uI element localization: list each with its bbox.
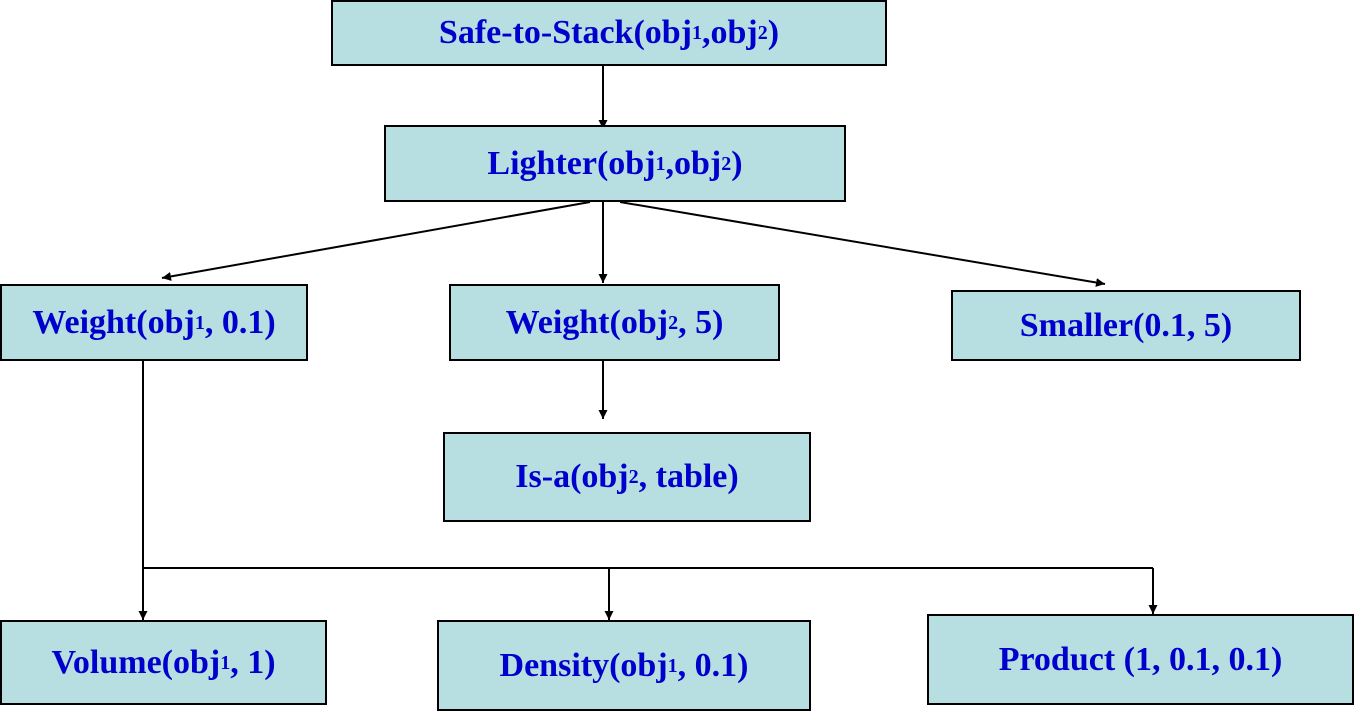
node-smaller: Smaller(0.1, 5): [951, 290, 1301, 361]
node-lighter-text: ,obj: [665, 144, 722, 182]
node-is-a-text: , table): [638, 458, 739, 495]
node-weight-obj1-text: Weight(obj: [32, 303, 195, 341]
node-density-text: , 0.1): [677, 646, 749, 684]
edge-lighter-to-weight-obj1: [161, 201, 591, 281]
node-weight-obj2-text: , 5): [678, 303, 724, 341]
node-product-text: Product (1, 0.1, 0.1): [998, 640, 1283, 678]
node-density-text: Density(obj: [499, 646, 668, 684]
node-volume-text: , 1): [230, 643, 276, 681]
node-smaller-text: Smaller(0.1, 5): [1019, 306, 1233, 344]
node-safe-to-stack-text: Safe-to-Stack(obj: [438, 14, 692, 51]
node-safe-to-stack-text: ): [767, 14, 780, 51]
node-product: Product (1, 0.1, 0.1): [927, 614, 1354, 705]
node-weight-obj1-text: , 0.1): [204, 303, 276, 341]
edge-lighter-to-smaller: [619, 201, 1106, 287]
node-lighter-text: ): [731, 144, 743, 182]
node-weight-obj2-text: Weight(obj: [505, 303, 669, 341]
node-volume-text: Volume(obj: [51, 643, 221, 681]
node-safe-to-stack-text: ,obj: [702, 14, 758, 51]
node-lighter-text: Lighter(obj: [487, 144, 656, 182]
node-is-a-text: Is-a(obj: [515, 458, 629, 495]
